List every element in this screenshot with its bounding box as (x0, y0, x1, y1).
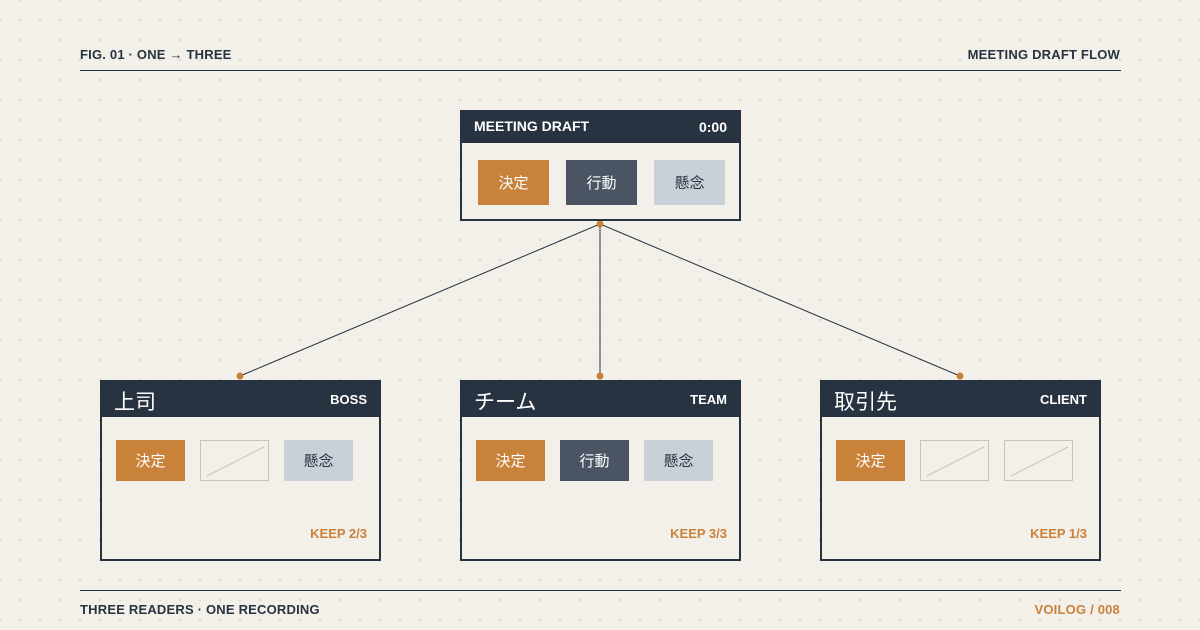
footer-series-label: VOILOG / 008 (1034, 602, 1120, 617)
footer-rule (80, 590, 1121, 591)
chip-concern: 懸念 (654, 160, 725, 205)
card-header: 上司 BOSS (102, 382, 379, 417)
empty-slot-slash (1010, 446, 1069, 477)
keep-count: KEEP 2/3 (310, 526, 367, 541)
connector-client (599, 223, 961, 377)
source-node-dot (596, 220, 604, 228)
chip-action: 行動 (560, 440, 629, 481)
header-rule (80, 70, 1121, 71)
empty-slot-slash (926, 446, 985, 477)
reader-tag: TEAM (690, 392, 727, 407)
card-title: チーム (474, 390, 537, 414)
reader-card-team: チーム TEAM 決定 行動 懸念 KEEP 3/3 (460, 380, 741, 561)
empty-slot-slash (206, 446, 265, 477)
reader-card-client: 取引先 CLIENT 決定 KEEP 1/3 (820, 380, 1101, 561)
chip-empty-slot (200, 440, 269, 481)
card-header: MEETING DRAFT 0:00 (462, 112, 739, 143)
card-title: MEETING DRAFT (474, 118, 590, 134)
reader-card-boss: 上司 BOSS 決定 懸念 KEEP 2/3 (100, 380, 381, 561)
meeting-draft-card: MEETING DRAFT 0:00 決定 行動 懸念 (460, 110, 741, 221)
card-header: チーム TEAM (462, 382, 739, 417)
boss-node-dot (236, 372, 244, 380)
chip-empty-slot (920, 440, 989, 481)
keep-count: KEEP 1/3 (1030, 526, 1087, 541)
timestamp: 0:00 (698, 119, 727, 135)
chip-action: 行動 (566, 160, 637, 205)
chip-decision: 決定 (476, 440, 545, 481)
figure-label: FIG. 01 · ONE → THREE (80, 47, 232, 62)
reader-tag: BOSS (330, 392, 367, 407)
client-node-dot (956, 372, 964, 380)
card-header: 取引先 CLIENT (822, 382, 1099, 417)
chip-decision: 決定 (116, 440, 185, 481)
diagram-title: MEETING DRAFT FLOW (967, 47, 1120, 62)
footer-caption: THREE READERS · ONE RECORDING (80, 602, 320, 617)
team-node-dot (596, 372, 604, 380)
chip-empty-slot (1004, 440, 1073, 481)
connector-boss (239, 223, 601, 377)
keep-count: KEEP 3/3 (670, 526, 727, 541)
chip-decision: 決定 (478, 160, 549, 205)
chip-decision: 決定 (836, 440, 905, 481)
card-title: 上司 (114, 390, 156, 414)
chip-concern: 懸念 (644, 440, 713, 481)
card-title: 取引先 (834, 390, 897, 414)
reader-tag: CLIENT (1040, 392, 1087, 407)
chip-concern: 懸念 (284, 440, 353, 481)
